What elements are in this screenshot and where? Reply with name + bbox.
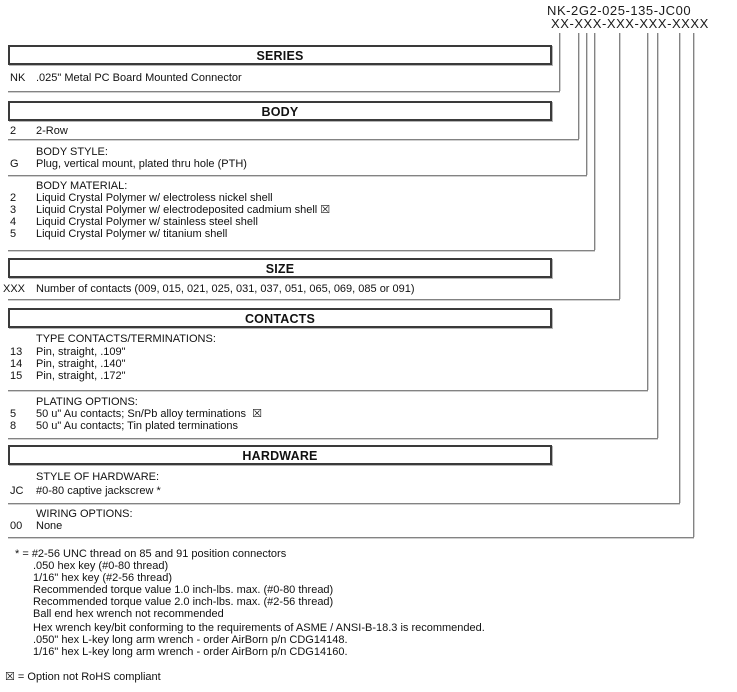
option-code: 13 <box>10 346 23 358</box>
option-description: Pin, straight, .140" <box>36 358 126 370</box>
connector-v-wiring <box>693 33 694 537</box>
footnote-line: Recommended torque value 1.0 inch-lbs. m… <box>33 584 334 596</box>
connector-v-size <box>619 33 620 299</box>
footnote-line: .050 hex key (#0-80 thread) <box>33 560 169 572</box>
option-description: 50 u" Au contacts; Tin plated terminatio… <box>36 420 239 432</box>
section-header-series: SERIES <box>8 45 552 65</box>
connector-h-plating <box>8 438 658 439</box>
section-header-label: SIZE <box>265 262 295 276</box>
option-description: None <box>36 520 63 532</box>
option-description: Pin, straight, .109" <box>36 346 126 358</box>
footnote-line: .050" hex L-key long arm wrench - order … <box>33 634 348 646</box>
option-description: Liquid Crystal Polymer w/ electroless ni… <box>36 192 273 204</box>
option-description: Liquid Crystal Polymer w/ titanium shell <box>36 228 228 240</box>
option-description: 2-Row <box>36 125 68 137</box>
group-label-body-style: BODY STYLE: <box>36 146 108 158</box>
option-row: 15 Pin, straight, .172" <box>0 370 737 382</box>
option-row: 2 Liquid Crystal Polymer w/ electroless … <box>0 192 737 204</box>
footnote-line: 1/16" hex L-key long arm wrench - order … <box>33 646 348 658</box>
section-header-label: SERIES <box>256 49 304 63</box>
option-description: Liquid Crystal Polymer w/ stainless stee… <box>36 216 258 228</box>
section-header-label: HARDWARE <box>242 449 318 463</box>
section-header-contacts: CONTACTS <box>8 308 552 328</box>
option-row: 14 Pin, straight, .140" <box>0 358 737 370</box>
option-code: 4 <box>10 216 17 228</box>
footnote-line: Recommended torque value 2.0 inch-lbs. m… <box>33 596 334 608</box>
option-row: 5 Liquid Crystal Polymer w/ titanium she… <box>0 228 737 240</box>
option-code: G <box>10 158 19 170</box>
option-row: 2 2-Row <box>0 125 737 137</box>
connector-h-size <box>8 299 620 300</box>
option-description: Pin, straight, .172" <box>36 370 126 382</box>
option-row: G Plug, vertical mount, plated thru hole… <box>0 158 737 170</box>
section-header-label: CONTACTS <box>244 312 316 326</box>
option-code: 2 <box>10 192 17 204</box>
option-description: 50 u" Au contacts; Sn/Pb alloy terminati… <box>36 408 262 420</box>
part-number-mask: XX-XXX-XXX-XXX-XXXX <box>551 16 709 31</box>
section-header-hardware: HARDWARE <box>8 445 552 465</box>
connector-v-plating <box>657 33 658 438</box>
connector-v-series <box>559 33 560 91</box>
option-row: 4 Liquid Crystal Polymer w/ stainless st… <box>0 216 737 228</box>
option-description: Plug, vertical mount, plated thru hole (… <box>36 158 247 170</box>
connector-h-series <box>8 91 560 92</box>
option-row: 13 Pin, straight, .109" <box>0 346 737 358</box>
section-header-label: BODY <box>261 105 299 119</box>
connector-h-contact-type <box>8 390 648 391</box>
connector-v-body-material <box>594 33 595 250</box>
connector-v-body-row <box>578 33 579 139</box>
option-row: 00 None <box>0 520 737 532</box>
option-description: Liquid Crystal Polymer w/ electrodeposit… <box>36 204 331 216</box>
connector-v-contact-type <box>647 33 648 390</box>
option-row: 3 Liquid Crystal Polymer w/ electrodepos… <box>0 204 737 216</box>
footnote-line: 1/16" hex key (#2-56 thread) <box>33 572 173 584</box>
option-code: 2 <box>10 125 17 137</box>
option-code: 5 <box>10 228 17 240</box>
part-number-example: NK-2G2-025-135-JC00 <box>547 3 692 18</box>
option-code: 15 <box>10 370 23 382</box>
option-description: Number of contacts (009, 015, 021, 025, … <box>36 283 415 295</box>
option-code: 5 <box>10 408 17 420</box>
footnote-line: Ball end hex wrench not recommended <box>33 608 224 620</box>
connector-v-hardware <box>679 33 680 503</box>
option-row: JC #0-80 captive jackscrew * <box>0 485 737 497</box>
connector-v-body-style <box>586 33 587 175</box>
connector-h-wiring <box>8 537 694 538</box>
option-code: 14 <box>10 358 23 370</box>
option-code: 3 <box>10 204 17 216</box>
connector-h-body-material <box>8 250 595 251</box>
option-code: 8 <box>10 420 17 432</box>
option-row: 8 50 u" Au contacts; Tin plated terminat… <box>0 420 737 432</box>
footnote-line: Hex wrench key/bit conforming to the req… <box>33 622 485 634</box>
footnote-line: * = #2-56 UNC thread on 85 and 91 positi… <box>15 548 287 560</box>
group-label-plating: PLATING OPTIONS: <box>36 396 138 408</box>
option-row: XXX Number of contacts (009, 015, 021, 0… <box>0 283 737 295</box>
group-label-wiring: WIRING OPTIONS: <box>36 508 133 520</box>
option-code: NK <box>10 72 26 84</box>
option-row: 5 50 u" Au contacts; Sn/Pb alloy termina… <box>0 408 737 420</box>
rohs-legend: ☒ = Option not RoHS compliant <box>5 671 161 683</box>
section-header-size: SIZE <box>8 258 552 278</box>
option-code: XXX <box>3 283 26 295</box>
option-description: .025" Metal PC Board Mounted Connector <box>36 72 242 84</box>
connector-h-body-style <box>8 175 587 176</box>
connector-h-hardware <box>8 503 680 504</box>
group-label-body-material: BODY MATERIAL: <box>36 180 128 192</box>
group-label-hardware-style: STYLE OF HARDWARE: <box>36 471 160 483</box>
option-code: 00 <box>10 520 23 532</box>
option-row: NK .025" Metal PC Board Mounted Connecto… <box>0 72 737 84</box>
connector-h-body-row <box>8 139 579 140</box>
option-description: #0-80 captive jackscrew * <box>36 485 161 497</box>
section-header-body: BODY <box>8 101 552 121</box>
group-label-contact-type: TYPE CONTACTS/TERMINATIONS: <box>36 333 216 345</box>
option-code: JC <box>10 485 24 497</box>
